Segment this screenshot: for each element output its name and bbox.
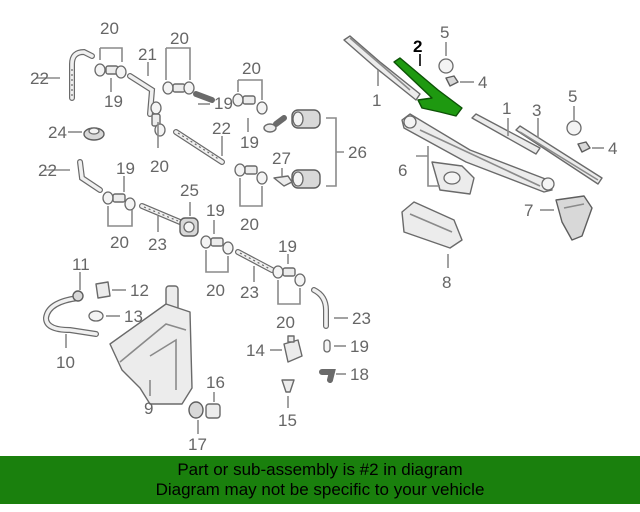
hose-group-upper-middle xyxy=(127,73,225,165)
callout-12[interactable]: 12 xyxy=(130,281,149,300)
clip-19 xyxy=(323,339,331,353)
callout-5[interactable]: 5 xyxy=(440,23,449,42)
callout-20[interactable]: 20 xyxy=(100,19,119,38)
bracket-27 xyxy=(273,175,293,187)
callout-4[interactable]: 4 xyxy=(608,139,617,158)
callout-5[interactable]: 5 xyxy=(568,87,577,106)
leader-20h xyxy=(277,280,301,305)
callout-3[interactable]: 3 xyxy=(532,101,541,120)
wiper-blade-2[interactable] xyxy=(393,57,463,117)
valve-25 xyxy=(179,217,199,237)
callout-24[interactable]: 24 xyxy=(48,123,67,142)
callout-14[interactable]: 14 xyxy=(246,341,265,360)
leader-20f xyxy=(239,178,263,207)
callout-20[interactable]: 20 xyxy=(170,29,189,48)
leader-20b xyxy=(165,47,191,80)
washer-pump-26 xyxy=(291,109,321,189)
callout-4[interactable]: 4 xyxy=(478,73,487,92)
hose-group-center-mid xyxy=(234,163,268,185)
leader-20a xyxy=(99,47,123,62)
cowl-cover-8 xyxy=(401,201,463,249)
callout-2[interactable]: 2 xyxy=(413,37,422,56)
callout-26[interactable]: 26 xyxy=(348,143,367,162)
highlighted-part-2 xyxy=(393,57,463,117)
callout-19[interactable]: 19 xyxy=(350,337,369,356)
wiper-motor-7 xyxy=(555,195,593,241)
callout-13[interactable]: 13 xyxy=(124,307,143,326)
nozzle-15 xyxy=(281,379,295,393)
wiper-blade-3 xyxy=(515,125,603,185)
callout-22[interactable]: 22 xyxy=(212,119,231,138)
callout-18[interactable]: 18 xyxy=(350,365,369,384)
hose-group-center-top xyxy=(232,93,287,133)
callout-16[interactable]: 16 xyxy=(206,373,225,392)
hose-group-top-left xyxy=(69,48,127,101)
nozzle-14 xyxy=(283,335,303,363)
callout-17[interactable]: 17 xyxy=(188,435,207,454)
exploded-parts-diagram: 20 22 19 24 21 20 19 20 22 20 1 xyxy=(30,19,617,454)
callout-19[interactable]: 19 xyxy=(206,201,225,220)
cap-5-upper xyxy=(438,58,454,74)
callout-19[interactable]: 19 xyxy=(278,237,297,256)
hose-clip-18 xyxy=(319,369,336,383)
callout-10[interactable]: 10 xyxy=(56,353,75,372)
wiper-linkage-6 xyxy=(401,113,555,195)
callout-20[interactable]: 20 xyxy=(206,281,225,300)
callout-20[interactable]: 20 xyxy=(110,233,129,252)
banner-part-line: Part or sub-assembly is #2 in diagram xyxy=(177,460,463,479)
callout-21[interactable]: 21 xyxy=(138,45,157,64)
callout-19[interactable]: 19 xyxy=(116,159,135,178)
washer-reservoir-9 xyxy=(109,285,193,405)
callout-20[interactable]: 20 xyxy=(276,313,295,332)
callout-22[interactable]: 22 xyxy=(30,69,49,88)
wiper-arm-1-right xyxy=(471,113,541,155)
callout-1[interactable]: 1 xyxy=(502,99,511,118)
callout-19[interactable]: 19 xyxy=(240,133,259,152)
callout-20[interactable]: 20 xyxy=(242,59,261,78)
callout-27[interactable]: 27 xyxy=(272,149,291,168)
banner-disclaimer-line: Diagram may not be specific to your vehi… xyxy=(155,480,485,499)
callout-11[interactable]: 11 xyxy=(72,255,90,274)
callout-20[interactable]: 20 xyxy=(150,157,169,176)
callout-23[interactable]: 23 xyxy=(148,235,167,254)
pump-16-17 xyxy=(188,401,221,419)
wiper-arm-1-left xyxy=(343,35,421,101)
hose-group-center-low xyxy=(200,235,329,329)
callout-1[interactable]: 1 xyxy=(372,91,381,110)
callout-23[interactable]: 23 xyxy=(352,309,371,328)
cap-12 xyxy=(95,281,111,299)
grommet-24 xyxy=(83,127,105,141)
callout-9[interactable]: 9 xyxy=(144,399,153,418)
callout-15[interactable]: 15 xyxy=(278,411,297,430)
callout-19[interactable]: 19 xyxy=(104,92,123,111)
callout-6[interactable]: 6 xyxy=(398,161,407,180)
leader-6 xyxy=(416,146,440,187)
callout-19[interactable]: 19 xyxy=(214,94,233,113)
callout-7[interactable]: 7 xyxy=(524,201,533,220)
leader-20d xyxy=(237,79,263,100)
nut-4-right xyxy=(577,141,591,153)
hose-group-middle-left xyxy=(77,159,183,225)
leader-26 xyxy=(326,117,344,187)
callout-20[interactable]: 20 xyxy=(240,215,259,234)
cap-5-right xyxy=(566,120,582,136)
nut-4-upper xyxy=(445,75,459,87)
leader-20e xyxy=(107,206,133,227)
filler-neck-10 xyxy=(42,290,99,337)
part-info-banner: Part or sub-assembly is #2 in diagram Di… xyxy=(0,456,640,504)
clamp-13 xyxy=(88,310,104,322)
callout-8[interactable]: 8 xyxy=(442,273,451,292)
callout-23[interactable]: 23 xyxy=(240,283,259,302)
callout-25[interactable]: 25 xyxy=(180,181,199,200)
leader-20g xyxy=(205,250,229,273)
callout-22[interactable]: 22 xyxy=(38,161,57,180)
